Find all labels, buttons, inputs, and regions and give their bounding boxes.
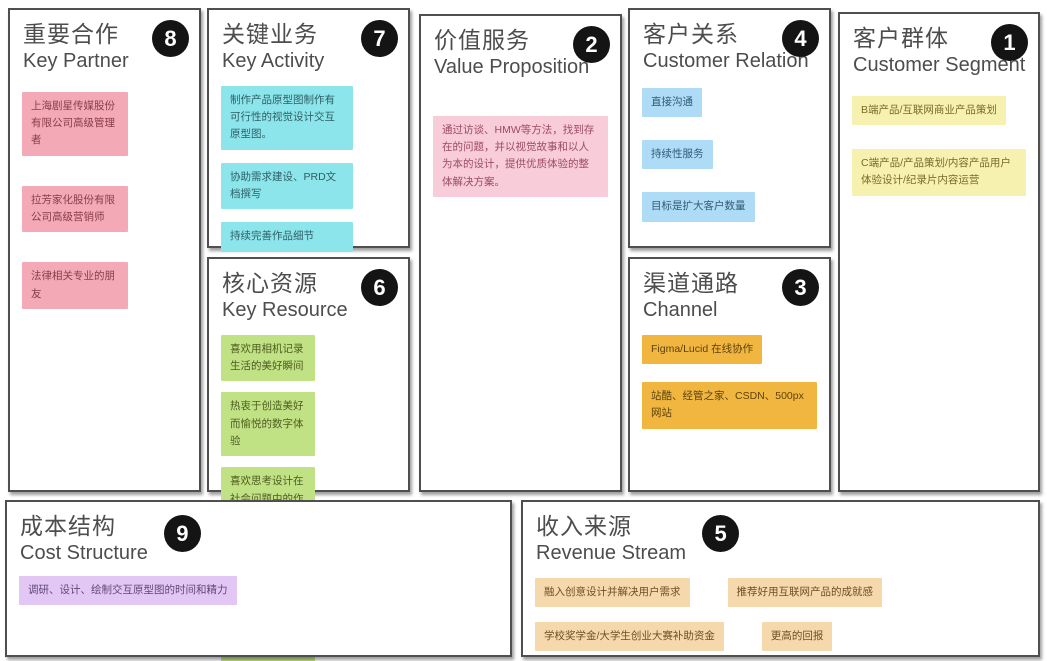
sticky-note[interactable]: 推荐好用互联网产品的成就感 (727, 577, 882, 608)
panel-customer-segment: 客户群体 Customer Segment 1 B端产品/互联网商业产品策划 C… (838, 12, 1040, 492)
panel-number-badge: 8 (152, 20, 189, 57)
panel-number-badge: 9 (163, 515, 201, 552)
panel-key-resource-header: 核心资源 Key Resource 6 (209, 259, 408, 327)
sticky-note[interactable]: 拉芳家化股份有限公司高级营销师 (22, 185, 128, 233)
panel-title-en: Channel (643, 298, 718, 321)
panel-key-resource: 核心资源 Key Resource 6 喜欢用相机记录生活的美好瞬间 热衷于创造… (207, 257, 410, 661)
notes-container: B端产品/互联网商业产品策划 C端产品/产品策划/内容产品用户体验设计/纪录片内… (840, 82, 1038, 206)
panel-value-proposition-header: 价值服务 Value Proposition 2 (421, 16, 620, 84)
panel-title-en: Value Proposition (434, 55, 590, 78)
sticky-note[interactable]: 直接沟通 (642, 87, 702, 118)
sticky-note[interactable]: 目标是扩大客户数量 (642, 192, 755, 222)
sticky-note[interactable]: 热衷于创造美好而愉悦的数字体验 (221, 392, 315, 457)
notes-container: 调研、设计、绘制交互原型图的时间和精力 (7, 570, 510, 615)
panel-title-en: Customer Segment (853, 53, 1026, 76)
panel-key-partner-header: 重要合作 Key Partner 8 (10, 10, 199, 78)
panel-customer-relation-header: 客户关系 Customer Relation 4 (630, 10, 829, 78)
panel-title-zh: 核心资源 (222, 270, 318, 296)
sticky-note[interactable]: 更高的回报 (761, 622, 833, 652)
panel-key-partner: 重要合作 Key Partner 8 上海剧星传媒股份有限公司高级管理者 拉芳家… (8, 8, 201, 492)
panel-cost-structure: 成本结构 Cost Structure 9 调研、设计、绘制交互原型图的时间和精… (5, 500, 512, 657)
sticky-note[interactable]: 喜欢用相机记录生活的美好瞬间 (221, 334, 315, 382)
panel-title-zh: 重要合作 (23, 21, 119, 47)
sticky-note[interactable]: 上海剧星传媒股份有限公司高级管理者 (22, 91, 128, 156)
panel-channel: 渠道通路 Channel 3 Figma/Lucid 在线协作 站酷、经管之家、… (628, 257, 831, 492)
notes-container: 融入创意设计并解决用户需求 推荐好用互联网产品的成就感 学校奖学金/大学生创业大… (523, 570, 1038, 661)
panel-title-en: Cost Structure (20, 541, 148, 564)
sticky-note[interactable]: 站酷、经管之家、CSDN、500px网站 (642, 382, 817, 429)
panel-number-badge: 2 (573, 26, 610, 63)
panel-channel-header: 渠道通路 Channel 3 (630, 259, 829, 327)
panel-title-zh: 客户关系 (643, 21, 739, 47)
sticky-note[interactable]: B端产品/互联网商业产品策划 (852, 95, 1006, 126)
panel-value-proposition: 价值服务 Value Proposition 2 通过访谈、HMW等方法，找到存… (419, 14, 622, 492)
sticky-note[interactable]: 法律相关专业的朋友 (22, 262, 128, 309)
panel-number-badge: 3 (782, 269, 819, 306)
panel-title-group: 收入来源 Revenue Stream (536, 512, 686, 566)
panel-revenue-stream: 收入来源 Revenue Stream 5 融入创意设计并解决用户需求 推荐好用… (521, 500, 1040, 657)
sticky-note[interactable]: 持续完善作品细节 (221, 222, 353, 252)
sticky-note[interactable]: 学校奖学金/大学生创业大赛补助资金 (535, 622, 724, 652)
panel-title-zh: 价值服务 (434, 27, 530, 53)
notes-container: 通过访谈、HMW等方法，找到存在的问题，并以视觉故事和以人为本的设计，提供优质体… (421, 84, 620, 207)
notes-container: 制作产品原型图制作有可行性的视觉设计交互原型图。 协助需求建设、PRD文档撰写 … (209, 78, 408, 262)
notes-container: Figma/Lucid 在线协作 站酷、经管之家、CSDN、500px网站 (630, 327, 829, 439)
panel-number-badge: 6 (361, 269, 398, 306)
sticky-note[interactable]: 协助需求建设、PRD文档撰写 (221, 162, 353, 210)
panel-number-badge: 7 (361, 20, 398, 57)
panel-title-en: Key Partner (23, 49, 129, 72)
panel-revenue-stream-header: 收入来源 Revenue Stream 5 (523, 502, 1038, 570)
panel-customer-relation: 客户关系 Customer Relation 4 直接沟通 持续性服务 目标是扩… (628, 8, 831, 248)
panel-title-zh: 客户群体 (853, 25, 949, 51)
panel-key-activity-header: 关键业务 Key Activity 7 (209, 10, 408, 78)
panel-title-group: 成本结构 Cost Structure (20, 512, 148, 566)
panel-customer-segment-header: 客户群体 Customer Segment 1 (840, 14, 1038, 82)
panel-key-activity: 关键业务 Key Activity 7 制作产品原型图制作有可行性的视觉设计交互… (207, 8, 410, 252)
panel-number-badge: 4 (782, 20, 819, 57)
sticky-note[interactable]: C端产品/产品策划/内容产品用户体验设计/纪录片内容运营 (852, 149, 1026, 196)
panel-title-zh: 渠道通路 (643, 270, 739, 296)
sticky-note[interactable]: 制作产品原型图制作有可行性的视觉设计交互原型图。 (221, 85, 353, 150)
panel-title-zh: 成本结构 (20, 513, 116, 539)
sticky-note[interactable]: 融入创意设计并解决用户需求 (535, 577, 690, 608)
panel-title-en: Key Resource (222, 298, 348, 321)
panel-number-badge: 1 (991, 24, 1028, 61)
sticky-note[interactable]: 调研、设计、绘制交互原型图的时间和精力 (19, 575, 237, 606)
panel-title-en: Revenue Stream (536, 541, 687, 564)
sticky-note[interactable]: 持续性服务 (642, 140, 713, 170)
notes-container: 上海剧星传媒股份有限公司高级管理者 拉芳家化股份有限公司高级营销师 法律相关专业… (10, 78, 199, 319)
panel-title-en: Customer Relation (643, 49, 809, 72)
sticky-note[interactable]: Figma/Lucid 在线协作 (642, 334, 763, 365)
panel-title-zh: 关键业务 (222, 21, 318, 47)
sticky-note[interactable]: 通过访谈、HMW等方法，找到存在的问题，并以视觉故事和以人为本的设计，提供优质体… (433, 115, 608, 197)
panel-number-badge: 5 (702, 515, 740, 552)
panel-cost-structure-header: 成本结构 Cost Structure 9 (7, 502, 510, 570)
panel-title-zh: 收入来源 (536, 513, 632, 539)
panel-title-en: Key Activity (222, 49, 325, 72)
notes-container: 直接沟通 持续性服务 目标是扩大客户数量 (630, 78, 829, 232)
